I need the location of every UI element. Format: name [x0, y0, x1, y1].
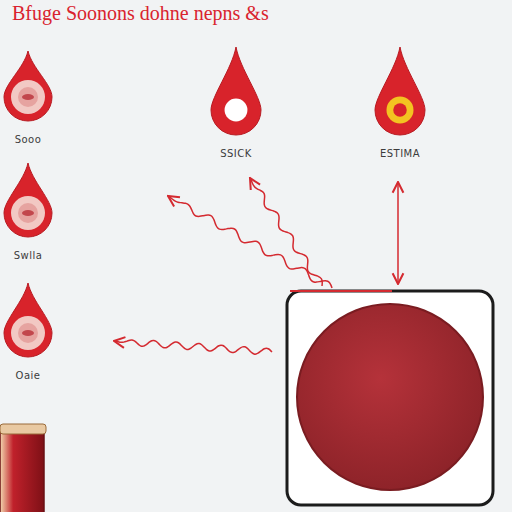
- drop-label: Swlla: [14, 250, 43, 261]
- wavy-arrow: [168, 196, 332, 288]
- blood-tube: [0, 424, 46, 512]
- blood-drop: Sooo: [3, 50, 53, 145]
- drop-shape: [3, 282, 53, 358]
- drop-shape: [3, 162, 53, 238]
- drop-shape: [3, 50, 53, 122]
- red-line: [290, 290, 392, 292]
- cell-frame: [287, 291, 493, 505]
- drop-label: SSICK: [220, 148, 252, 159]
- blood-drop: ESTIMA: [374, 46, 426, 159]
- blood-drop: SSICK: [210, 46, 262, 159]
- wavy-arrow: [250, 178, 322, 286]
- diagram-title: Bfuge Soonons dohne nepns &s: [12, 2, 269, 25]
- drop-label: Sooo: [15, 134, 42, 145]
- drop-shape: [374, 46, 426, 136]
- wavy-arrows: [114, 178, 332, 354]
- drop-label: Oaie: [16, 370, 41, 381]
- blood-drop: Oaie: [3, 282, 53, 381]
- double-arrow: [397, 182, 399, 284]
- drop-label: ESTIMA: [380, 148, 420, 159]
- blood-cell: [297, 304, 483, 490]
- blood-drop: Swlla: [3, 162, 53, 261]
- drop-shape: [210, 46, 262, 136]
- wavy-arrow: [114, 340, 272, 354]
